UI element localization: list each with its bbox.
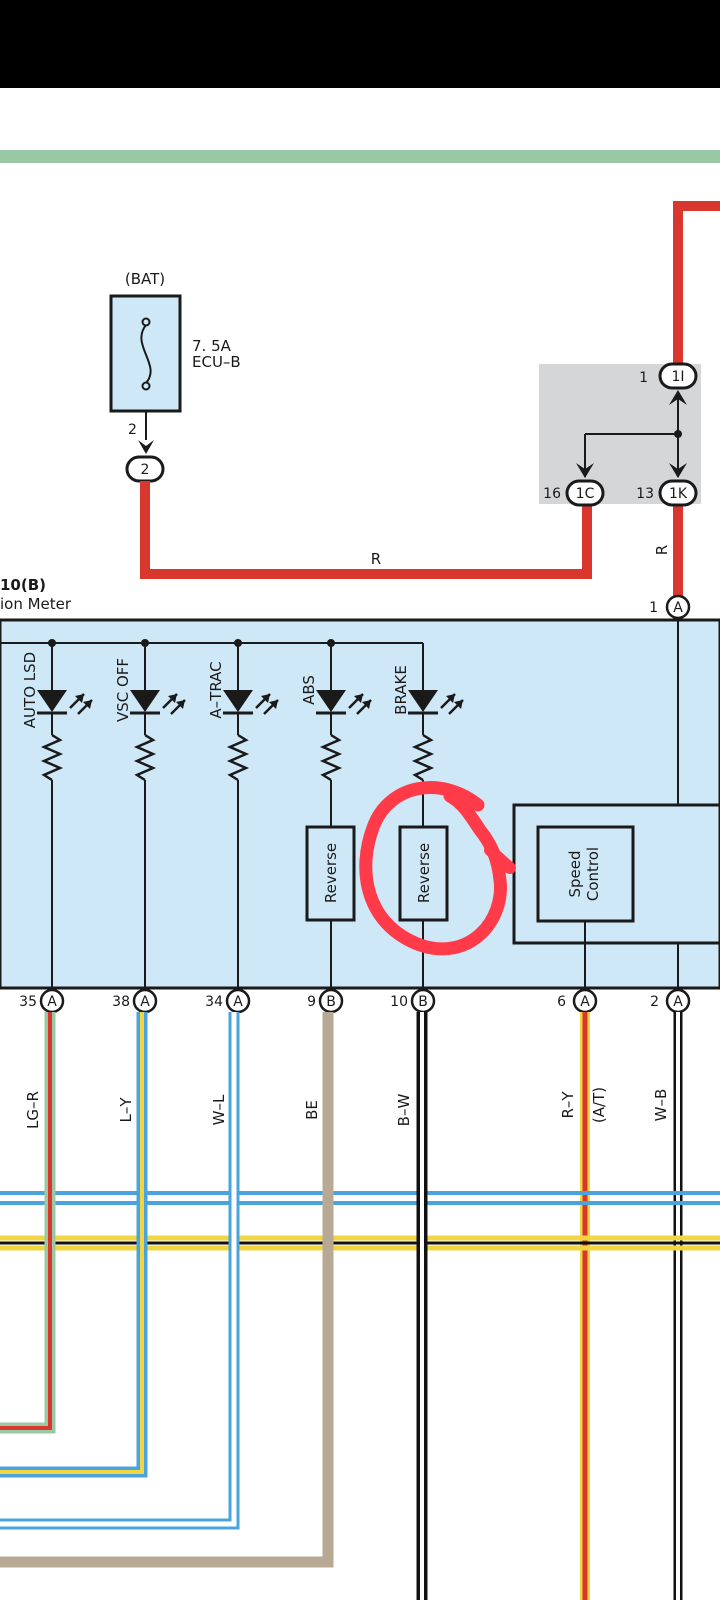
reverse-label-abs: Reverse (322, 843, 340, 903)
wire-label: B–W (395, 1094, 413, 1127)
annotation-circle (359, 781, 507, 956)
speed-control-line1: Speed (566, 850, 584, 897)
top-red-wire (673, 201, 720, 372)
svg-text:1: 1 (639, 370, 648, 386)
svg-text:1: 1 (649, 600, 658, 616)
svg-text:1C: 1C (576, 486, 595, 502)
led-icon (223, 690, 253, 712)
pin-connector-letter: A (47, 994, 57, 1010)
route-be (0, 1012, 334, 1568)
resistor-icon (226, 733, 250, 782)
speed-control-line2: Control (584, 847, 602, 901)
junction-connector-1K (658, 479, 698, 507)
pin-connector-letter: B (326, 994, 336, 1010)
reverse-box-brake (398, 825, 449, 922)
fuse-pin: 2 (128, 422, 137, 438)
indicator-auto-lsd: AUTO LSD 35 A LG–R (19, 639, 93, 1129)
route-w-l (0, 1012, 240, 1530)
svg-text:6: 6 (557, 994, 566, 1010)
indicator-label: BRAKE (392, 665, 410, 715)
svg-text:1K: 1K (669, 486, 688, 502)
junction-connector-1I (658, 362, 698, 390)
led-icon (37, 690, 67, 712)
resistor-icon (133, 733, 157, 782)
resistor-icon (411, 733, 435, 782)
indicator-label: AUTO LSD (21, 652, 39, 728)
led-icon (130, 690, 160, 712)
indicator-label: ABS (300, 675, 318, 705)
pin-connector-letter: A (140, 994, 150, 1010)
reverse-box-abs (305, 825, 356, 922)
svg-text:A: A (673, 994, 683, 1010)
pin-number: 9 (307, 994, 316, 1010)
svg-text:16: 16 (543, 486, 561, 502)
indicator-label: A–TRAC (207, 661, 225, 718)
speed-control-box (536, 825, 635, 923)
reverse-label-brake: Reverse (415, 843, 433, 903)
svg-text:1I: 1I (671, 369, 684, 385)
fuse-name: ECU–B (192, 353, 241, 371)
indicator-a-trac: A–TRAC 34 A W–L (205, 639, 279, 1125)
pin-number: 10 (390, 994, 408, 1010)
speed-wire-label: R–Y (559, 1091, 577, 1119)
route-lg-r (0, 1012, 56, 1434)
pin-number: 34 (205, 994, 223, 1010)
ground-wire-label: W–B (652, 1089, 670, 1122)
wire-label: BE (303, 1100, 321, 1120)
meter-ref: 10(B) (0, 576, 46, 594)
main-red-wire (140, 481, 592, 579)
fuse-element (140, 324, 152, 384)
meter-name: ion Meter (0, 595, 72, 613)
svg-text:2: 2 (141, 462, 150, 478)
wire-label: W–L (210, 1094, 228, 1125)
resistor-icon (40, 733, 64, 782)
pin-connector-letter: B (418, 994, 428, 1010)
resistor-icon (319, 733, 343, 782)
top-black-bar (0, 0, 720, 88)
led-icon (316, 690, 346, 712)
svg-text:A: A (673, 600, 683, 616)
wire-label: L–Y (117, 1097, 135, 1123)
pin-connector-letter: A (233, 994, 243, 1010)
junction-connector-1C (565, 479, 605, 507)
led-icon (408, 690, 438, 712)
main-wire-label: R (371, 550, 381, 568)
wire-label: LG–R (24, 1091, 42, 1129)
pin-number: 35 (19, 994, 37, 1010)
header-strip (0, 150, 720, 163)
indicator-vsc-off: VSC OFF 38 A L–Y (112, 639, 186, 1123)
indicator-label: VSC OFF (114, 658, 132, 722)
fuse-source: (BAT) (125, 270, 165, 288)
speed-wire-note: (A/T) (590, 1087, 608, 1123)
svg-text:2: 2 (650, 994, 659, 1010)
pin-number: 38 (112, 994, 130, 1010)
svg-text:A: A (580, 994, 590, 1010)
vertical-wire-label: R (653, 545, 671, 555)
svg-text:13: 13 (636, 486, 654, 502)
fuse-rating: 7. 5A (192, 337, 232, 355)
